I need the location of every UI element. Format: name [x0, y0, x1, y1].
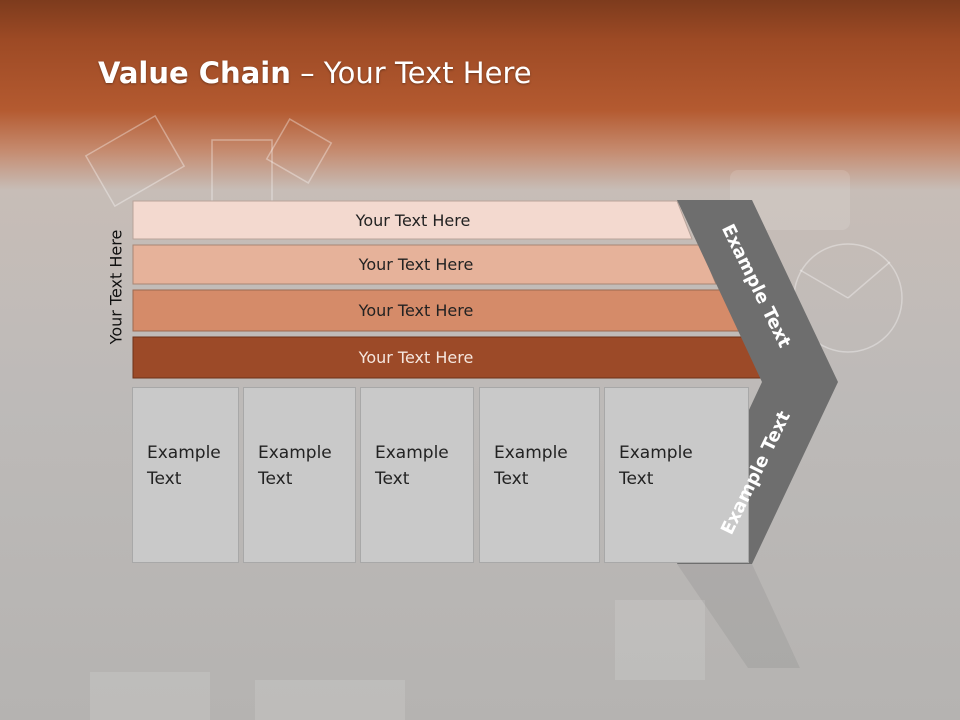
- column-3-reflection: Example Text: [360, 564, 474, 704]
- chevron-reflection: [677, 564, 800, 668]
- column-1-text: Example Text: [147, 443, 221, 489]
- band-4: Your Text Here: [133, 337, 699, 378]
- band-2: Your Text Here: [133, 245, 699, 284]
- column-1-reflection: Example Text: [132, 564, 239, 704]
- band-2-shape: [132, 244, 717, 285]
- column-2-reflection: Example Text: [243, 564, 356, 704]
- band-2-label: Your Text Here: [358, 255, 474, 274]
- band-1: Your Text Here: [133, 201, 693, 239]
- column-1: Example Text: [132, 387, 239, 563]
- band-3: Your Text Here: [133, 290, 699, 331]
- column-4: Example Text: [479, 387, 600, 563]
- column-5: Example Text: [604, 387, 749, 563]
- column-2: Example Text: [243, 387, 356, 563]
- column-3-text: Example Text: [375, 443, 449, 489]
- band-1-label: Your Text Here: [355, 210, 471, 230]
- column-3: Example Text: [360, 387, 474, 563]
- column-5-text: Example Text: [619, 443, 693, 489]
- band-1-shape: [132, 200, 693, 240]
- column-4-text: Example Text: [494, 443, 568, 489]
- band-4-label: Your Text Here: [358, 348, 474, 367]
- chevron-arrow: [677, 200, 838, 564]
- column-2-text: Example Text: [258, 443, 332, 489]
- column-4-reflection: Example Text: [479, 564, 600, 704]
- slide-title: Value Chain – Your Text Here: [98, 56, 532, 90]
- band-3-label: Your Text Here: [358, 301, 474, 320]
- column-5-reflection: Example Text: [604, 564, 749, 704]
